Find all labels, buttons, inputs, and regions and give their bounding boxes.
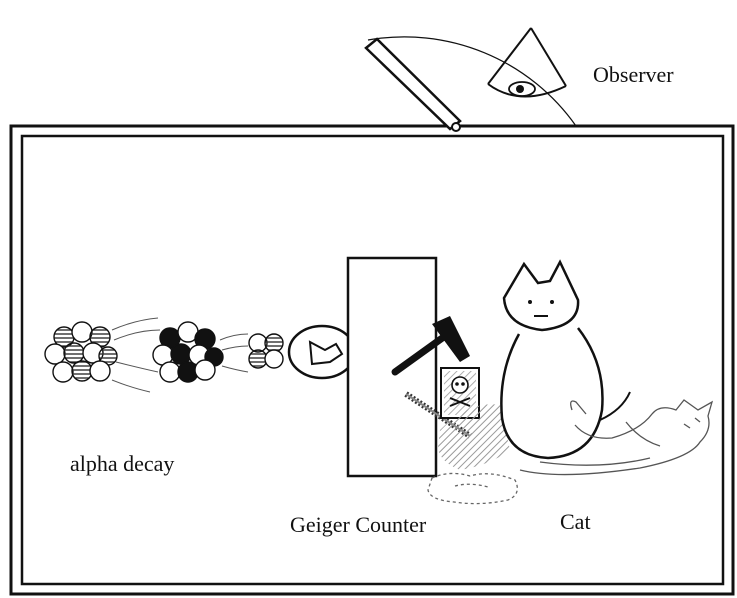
alpha-particle [248, 333, 284, 369]
lid [364, 37, 462, 131]
geiger-counter-box [346, 256, 438, 478]
dead-cat [519, 399, 714, 476]
lid-open-arc [367, 36, 577, 127]
nucleus-2 [152, 321, 224, 383]
alpha-decay-group: alpha decay [44, 317, 284, 476]
lid-hinge [451, 122, 461, 132]
nucleus-1 [44, 321, 118, 383]
skull-icon [449, 376, 471, 407]
poison-spill [438, 404, 510, 470]
alpha-decay-label: alpha decay [70, 451, 174, 476]
geiger-counter-label: Geiger Counter [290, 512, 427, 537]
motion-lines-2 [219, 333, 249, 373]
observer-group: Observer [364, 27, 674, 132]
geiger-counter-group: Geiger Counter [287, 256, 472, 537]
cat-label: Cat [560, 509, 591, 534]
observer-label: Observer [593, 62, 674, 87]
motion-lines-1 [111, 317, 161, 393]
alive-cat [500, 259, 631, 460]
detector-window [287, 324, 357, 380]
box [9, 124, 735, 596]
hammer-icon [391, 316, 470, 376]
spill-dashed-outline [427, 472, 518, 505]
eye-icon [487, 27, 567, 98]
